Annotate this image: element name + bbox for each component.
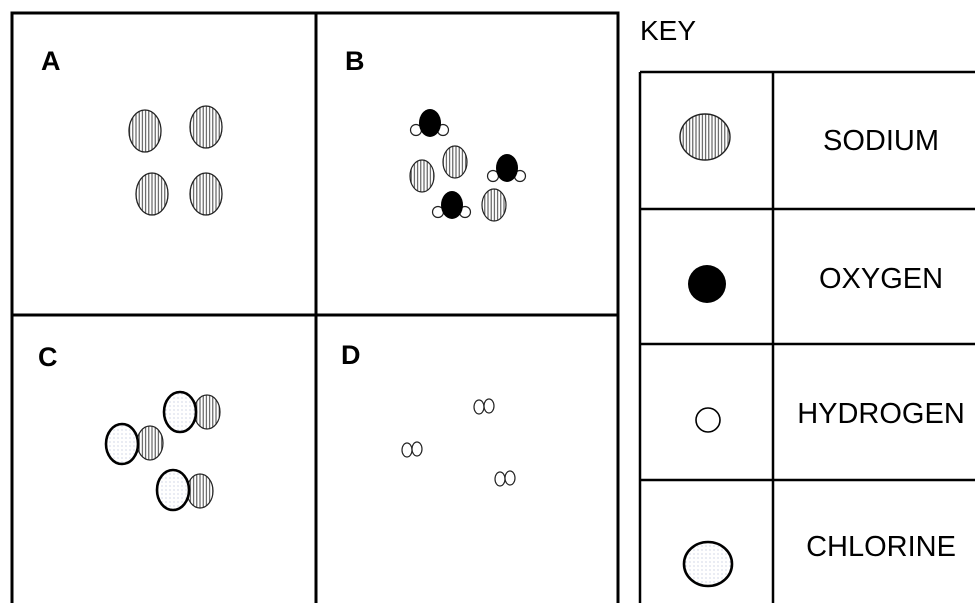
hydrogen-atom [504, 470, 516, 486]
sodium-symbol [679, 113, 731, 161]
panel-d-label: D [341, 340, 361, 370]
panel-b: B [345, 46, 527, 222]
panel-a-label: A [41, 46, 61, 76]
water-molecule [431, 191, 472, 219]
key-row-sodium: SODIUM [679, 113, 939, 161]
panel-b-particles [409, 109, 527, 222]
panel-c: C [38, 342, 221, 512]
hydrogen-atom [401, 442, 413, 458]
key-label-oxygen: OXYGEN [819, 263, 943, 295]
sodium-chloride-pair [155, 468, 214, 512]
sodium-ion [409, 159, 435, 193]
hydrogen-atom [473, 399, 485, 415]
key-label-hydrogen: HYDROGEN [797, 398, 965, 430]
panel-d-particles [401, 398, 516, 487]
key-title: KEY [640, 15, 696, 46]
sodium-ion [481, 188, 507, 222]
key-row-chlorine: CHLORINE [682, 531, 956, 588]
oxygen-atom [496, 154, 518, 182]
sodium-ion [193, 394, 221, 430]
sodium-atom [128, 109, 162, 153]
hydrogen-molecule [473, 398, 495, 415]
water-molecule [409, 109, 450, 137]
hydrogen-atom [411, 441, 423, 457]
chlorine-ion [155, 468, 191, 512]
sodium-ion [136, 425, 164, 461]
key-label-sodium: SODIUM [823, 125, 939, 157]
key-row-oxygen: OXYGEN [688, 263, 943, 303]
panel-d: D [341, 340, 516, 487]
panel-b-label: B [345, 46, 365, 76]
sodium-chloride-pair [104, 422, 164, 466]
sodium-atom [135, 172, 169, 216]
panel-c-particles [104, 390, 221, 512]
sodium-ion [186, 473, 214, 509]
hydrogen-atom [494, 471, 506, 487]
hydrogen-symbol [695, 407, 721, 433]
chlorine-symbol [682, 540, 734, 588]
sodium-atom [189, 105, 223, 149]
key-label-chlorine: CHLORINE [806, 531, 956, 563]
oxygen-atom [441, 191, 463, 219]
key-row-hydrogen: HYDROGEN [695, 398, 965, 433]
panel-grid [10, 11, 620, 603]
water-molecule [486, 154, 527, 183]
sodium-ion [442, 145, 468, 179]
panel-a: A [41, 46, 223, 216]
hydrogen-molecule [401, 441, 423, 458]
oxygen-symbol [688, 265, 726, 303]
hydrogen-atom [483, 398, 495, 414]
key-table [638, 70, 975, 603]
chlorine-ion [104, 422, 140, 466]
sodium-chloride-pair [162, 390, 221, 434]
chlorine-ion [162, 390, 198, 434]
oxygen-atom [419, 109, 441, 137]
key: KEY SODIUM OXYGEN HYDROGEN CHLORINE [638, 15, 975, 603]
hydrogen-molecule [494, 470, 516, 487]
panel-a-particles [128, 105, 223, 216]
panel-c-label: C [38, 342, 58, 372]
sodium-atom [189, 172, 223, 216]
